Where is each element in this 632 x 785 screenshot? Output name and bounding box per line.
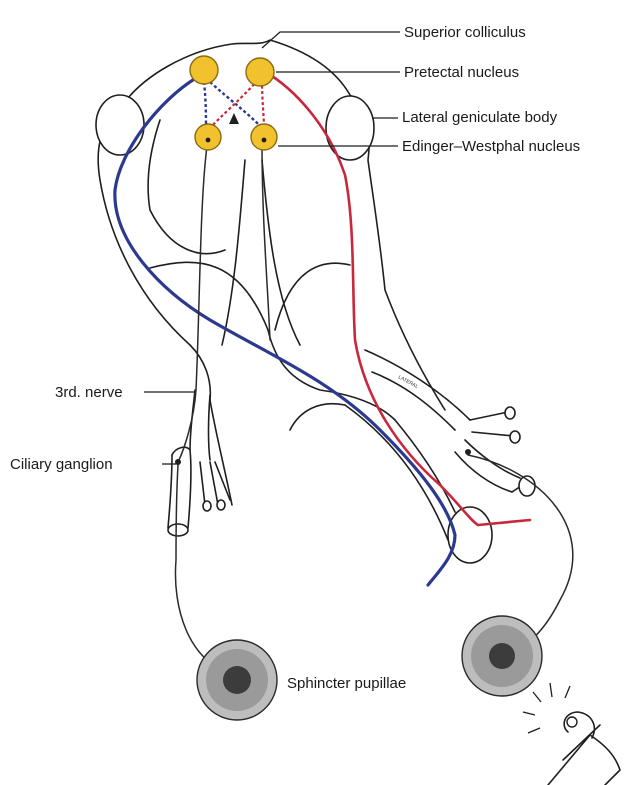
edinger-westphal-nucleus-label: Edinger–Westphal nucleus	[402, 138, 580, 155]
right-edinger-westphal-nucleus	[251, 124, 277, 150]
superior-colliculus-label: Superior colliculus	[404, 24, 526, 41]
optic-tract-right: LATERAL	[365, 350, 520, 492]
right-eye	[462, 616, 542, 696]
left-lateral-geniculate-body	[96, 95, 144, 155]
left-edinger-westphal-nucleus	[195, 124, 221, 150]
aqueduct-marker	[229, 113, 239, 124]
sphincter-pupillae-label: Sphincter pupillae	[287, 675, 406, 692]
right-lateral-geniculate-body	[326, 96, 374, 160]
third-nerve-label: 3rd. nerve	[55, 384, 123, 401]
light-source-icon	[548, 712, 620, 785]
iris-icon	[223, 666, 251, 694]
right-pretectal-nucleus	[246, 58, 274, 86]
pretectal-nucleus-label: Pretectal nucleus	[404, 64, 519, 81]
light-rays-icon	[523, 683, 570, 733]
left-eye	[197, 640, 277, 720]
left-pretectal-nucleus	[190, 56, 218, 84]
lateral-geniculate-body-label: Lateral geniculate body	[402, 109, 558, 126]
ciliary-ganglion-label: Ciliary ganglion	[10, 456, 113, 473]
ciliary-ganglion-cut	[168, 524, 188, 536]
